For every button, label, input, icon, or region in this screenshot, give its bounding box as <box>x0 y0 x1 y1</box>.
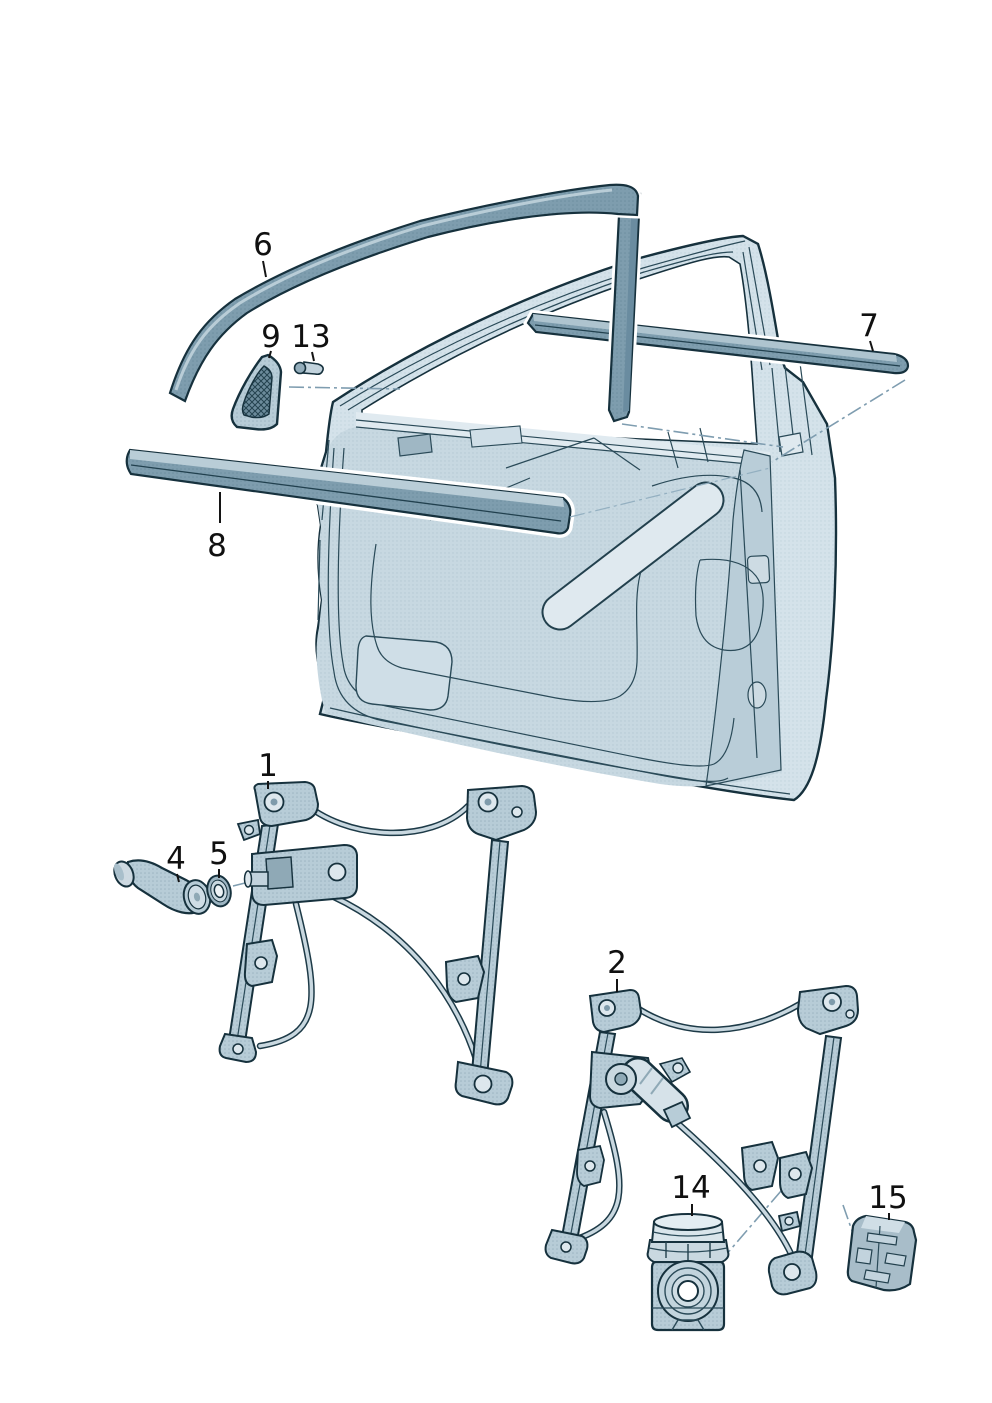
crank-washer <box>206 874 232 908</box>
front-edge-line-2 <box>317 539 321 621</box>
reg1-top-plate-right <box>465 784 538 842</box>
leader-bar-to-pillar <box>621 423 784 448</box>
armrest-curve-1 <box>651 474 763 513</box>
motor-cap <box>653 1213 723 1231</box>
frame-line-2 <box>347 251 734 411</box>
callout-6-label: 6 <box>253 227 273 263</box>
strip7-crease <box>534 324 901 367</box>
callout-1-label: 1 <box>258 748 278 784</box>
module-body <box>846 1214 918 1292</box>
callout-5-label: 5 <box>209 836 229 872</box>
window-guide-strip <box>165 181 645 426</box>
callout-4: 4 <box>166 841 186 883</box>
panel-border-right <box>739 469 758 759</box>
callout-2-label: 2 <box>607 945 627 981</box>
crease-2 <box>593 437 641 471</box>
frame-line-1 <box>339 240 746 407</box>
guide-band-highlight <box>174 188 613 391</box>
leader-to-motor14 <box>724 1190 782 1257</box>
association-lines <box>232 379 906 1257</box>
inner-waist-moulding <box>122 445 575 538</box>
crank-handle <box>113 859 212 915</box>
callouts: 1 2 4 5 6 7 8 9 13 14 15 <box>166 227 908 1220</box>
bpillar-line-3 <box>799 362 813 456</box>
callout-5: 5 <box>209 836 229 878</box>
guide-band <box>168 183 640 403</box>
crease-5 <box>699 427 709 463</box>
callout-7: 7 <box>859 308 879 352</box>
bpillar-notch <box>778 432 804 457</box>
callout-13: 13 <box>291 319 331 362</box>
strip8-top-face <box>130 450 564 507</box>
electric-window-regulator <box>544 984 860 1296</box>
guide-bar-face <box>623 195 639 412</box>
reg2-top-plate-left <box>588 988 643 1034</box>
callout-9: 9 <box>261 319 281 359</box>
speaker-cutout <box>355 635 453 711</box>
waist-shelf-edge <box>355 426 771 467</box>
callout-1: 1 <box>258 748 278 789</box>
waist-shelf-crease <box>355 419 771 461</box>
leader-strip7-to-door <box>771 379 906 463</box>
callout-14: 14 <box>671 1170 711 1216</box>
washer-hole <box>213 883 225 899</box>
shelf-hole-2 <box>469 425 523 448</box>
callout-2: 2 <box>607 945 627 992</box>
control-unit <box>846 1214 918 1292</box>
callout-14-label: 14 <box>671 1170 710 1206</box>
door-lock-recess <box>746 555 771 584</box>
door-lock-hole <box>747 681 767 709</box>
leader-strip8-to-door <box>569 467 771 518</box>
window-motor <box>646 1213 730 1332</box>
pin-head <box>293 361 307 375</box>
module-top-face <box>861 1216 905 1233</box>
callout-6: 6 <box>253 227 273 278</box>
crease-1 <box>505 437 595 469</box>
fastening-pin <box>293 361 324 376</box>
callout-9-label: 9 <box>261 319 281 355</box>
callout-8-label: 8 <box>207 528 227 564</box>
shelf-hole-1 <box>397 433 433 457</box>
callout-13-label: 13 <box>291 319 330 355</box>
armrest-curve-2 <box>694 558 764 652</box>
callout-7-label: 7 <box>859 308 879 344</box>
door-pull-pocket <box>543 483 723 629</box>
mirror-triangle-cover <box>230 353 283 431</box>
pin-shaft <box>302 361 324 376</box>
reg1-crank-axis <box>243 870 253 888</box>
callout-8: 8 <box>207 492 227 564</box>
callout-15: 15 <box>868 1180 908 1220</box>
motor-shaft-hole <box>677 1280 699 1302</box>
callout-4-label: 4 <box>166 841 186 877</box>
regulator1-cables <box>256 797 481 1066</box>
leader-pin-to-door <box>288 386 401 390</box>
door-bottom-line <box>329 707 791 795</box>
reg2-motor-assembly <box>588 1050 692 1129</box>
strip8-crease <box>130 464 562 522</box>
panel-recess-outline <box>370 543 645 703</box>
regulator2-cables <box>570 1000 804 1260</box>
triangle-grille <box>241 365 273 419</box>
crease-4 <box>667 431 679 469</box>
manual-window-regulator <box>218 780 538 1106</box>
waist-shelf <box>356 412 770 466</box>
callout-15-label: 15 <box>868 1180 907 1216</box>
